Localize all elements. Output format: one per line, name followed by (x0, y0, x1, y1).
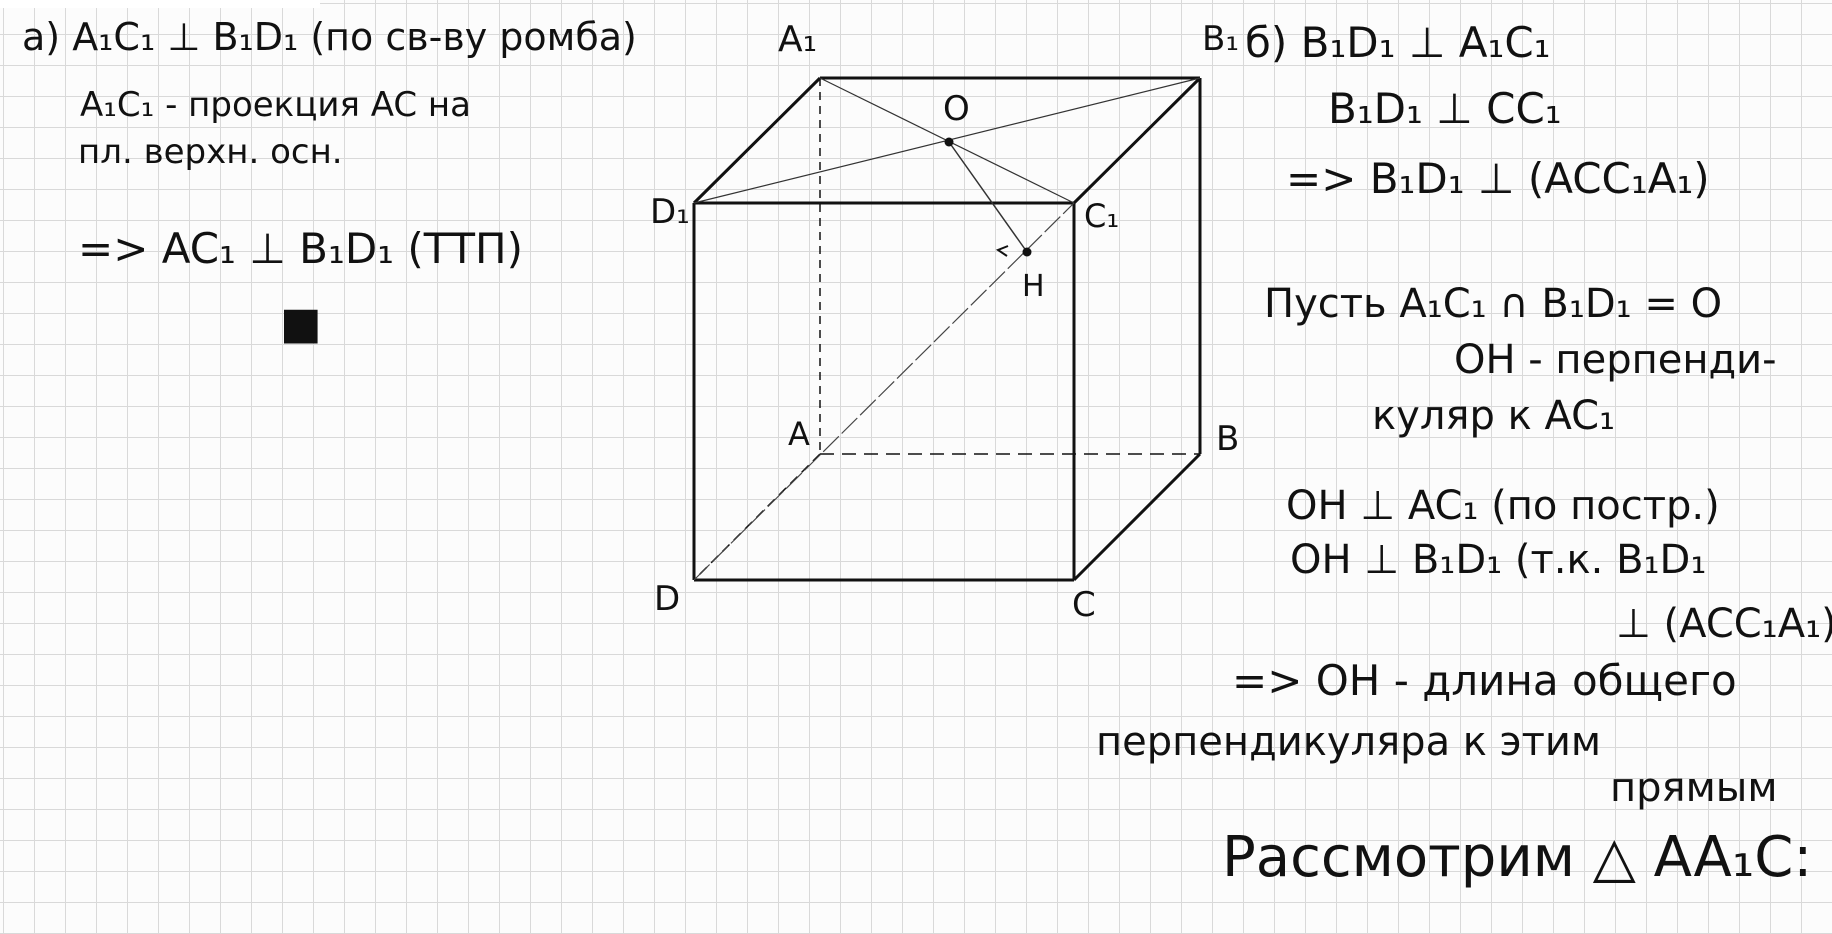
top-strip (0, 0, 320, 8)
label-D: D (654, 579, 681, 619)
note-b-line1: б) B₁D₁ ⊥ A₁C₁ (1245, 18, 1551, 67)
note-line-projection: A₁C₁ - проекция AC на (80, 85, 471, 125)
note-line-conclusion: => AC₁ ⊥ B₁D₁ (ТТП) (78, 224, 524, 273)
note-b-line7: OH ⊥ AC₁ (по постр.) (1286, 483, 1720, 529)
point-H (1022, 247, 1032, 257)
note-b-line3: => B₁D₁ ⊥ (ACC₁A₁) (1286, 154, 1710, 203)
label-B: B (1216, 419, 1240, 459)
note-b-line2: B₁D₁ ⊥ CC₁ (1328, 84, 1562, 133)
diagonal-D-C1 (693, 202, 1075, 581)
note-b-line11: перпендикуляра к этим (1096, 719, 1602, 765)
label-A: A (788, 415, 810, 453)
edge-A1-D1 (692, 76, 822, 205)
note-b-line6: куляр к AC₁ (1372, 393, 1616, 439)
right-angle-mark (995, 245, 1009, 257)
label-O: O (943, 89, 970, 129)
note-b-line8: OH ⊥ B₁D₁ (т.к. B₁D₁ (1290, 537, 1707, 583)
note-b-line13: Рассмотрим △ AA₁C: (1222, 825, 1813, 890)
label-A1: A₁ (778, 19, 818, 60)
note-b-line4: Пусть A₁C₁ ∩ B₁D₁ = O (1264, 281, 1723, 327)
qed-mark: ■ (280, 298, 322, 349)
note-b-line12: прямым (1610, 765, 1778, 811)
label-C1: C₁ (1084, 197, 1120, 235)
label-C: C (1072, 585, 1096, 625)
note-b-line10: => OH - длина общего (1232, 656, 1737, 705)
label-B1: B₁ (1202, 19, 1239, 59)
note-b-line5: OH - перпенди- (1454, 337, 1777, 383)
edge-C-B (1072, 452, 1202, 582)
label-D1: D₁ (650, 192, 690, 232)
label-H: H (1022, 269, 1045, 304)
point-O (944, 137, 954, 147)
segment-OH (948, 141, 1028, 253)
note-line-plane: пл. верхн. осн. (78, 132, 343, 172)
note-line-a: a) A₁C₁ ⊥ B₁D₁ (по св-ву ромба) (22, 15, 637, 59)
note-b-line9: ⊥ (ACC₁A₁) (1616, 601, 1832, 647)
edge-B1-C1 (1072, 76, 1202, 205)
